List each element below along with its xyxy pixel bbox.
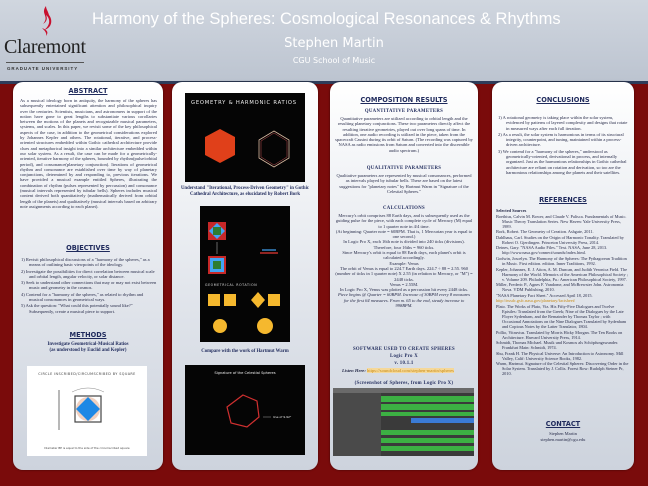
reference-item: Miller, Frederic P., Agnes F. Vandome, a… [496,282,624,293]
logo-divider [6,62,84,63]
claremont-logo: Claremont GRADUATE UNIVERSITY [4,6,88,76]
results-heading: COMPOSITION RESULTS [360,96,448,104]
calc-line: In Logic Pro X, each 16th note is divide… [343,239,465,250]
calc-line: (At beginning: Quarter note = 60BPM. Tha… [335,228,473,240]
methods-subtitle: Investigate Geometrical-Musical Ratios [47,342,129,347]
references-heading: REFERENCES [539,196,587,204]
calc-line: In Logic Pro X, Venus was plotted as a p… [339,287,469,293]
logo-name: Claremont [4,36,86,58]
right-column-panel: CONCLUSIONS 1) A rotational geometry is … [492,82,634,470]
poster-title: Harmony of the Spheres: Cosmological Res… [92,10,561,28]
references-list: Selected Sources Boethius, Calvin M. Bow… [496,208,630,377]
figure-title: Signature of the Celestial Spheres [214,371,276,375]
left-column-panel: ABSTRACT As a musical ideology born in a… [13,82,163,470]
square-circle-figure: CIRCLE INSCRIBED/CIRCUMSCRIBED BY SQUARE… [27,366,147,456]
conclusion-item: 2) As a result, the solar system is harm… [498,131,624,148]
contact-heading: CONTACT [545,420,581,428]
objective-item: 2) Investigate the possibilities for dir… [21,268,155,279]
fact-sheet-link[interactable]: http://nssdc.gsfc.nasa.gov/planetary/fac… [496,298,576,304]
hexagon-orbit-graphic [226,394,271,428]
listen-link-row: Listen Here: https://soundcloud.com/step… [342,368,472,373]
logic-pro-screenshot [333,388,474,456]
reference-item: Deines, Gary. "NASA Audio Files." Text. … [496,245,608,256]
poster-affiliation: CGU School of Music [292,56,376,65]
calc-line: Since Mercury's orbit is equal to 88 Ear… [342,250,466,261]
square-diagram [58,387,105,430]
warm-caption: Compare with the work of Hartmut Warm [201,349,289,354]
reference-item: Kepler, Johannes, E. J. Aiton, A. M. Dun… [496,266,628,282]
references-subheading: Selected Sources [496,208,527,213]
objective-item: 5) Ask the question: "What could this po… [21,303,133,314]
conclusion-item: 3) We contend for a "harmony of the sphe… [498,148,627,175]
objectives-list: 1) Revisit philosophical discussions of … [21,257,157,315]
software-version: v. 10.1.1 [394,361,414,366]
figure-title: CIRCLE INSCRIBED/CIRCUMSCRIBED BY SQUARE [38,372,136,376]
quantitative-heading: QUANTITATIVE PARAMETERS [364,109,444,114]
calculations-heading: CALCULATIONS [383,206,425,211]
reference-item: Warm, Hartmut. Signature of the Celestia… [496,361,629,377]
listen-label: Listen Here: [342,368,366,373]
reference-item: Pollio, Vitruvius. Translated by Morris … [496,329,623,340]
contact-name: Stephen Martin [549,431,577,436]
reference-item: "NASA Planetary Fact Sheet." Accessed Ap… [496,292,593,298]
calc-line: Example: Venus [389,260,419,266]
celestial-signature-figure: Signature of the Celestial Spheres line … [185,365,305,455]
soundcloud-link[interactable]: https://soundcloud.com/stephen-martin/sp… [367,368,454,373]
conclusions-heading: CONCLUSIONS [536,96,590,104]
hexagon-graphic [205,129,290,168]
geometrical-rotation-figure: GEOMETRICAL ROTATION [200,206,290,342]
objectives-heading: OBJECTIVES [66,244,110,252]
reference-item: Boethius, Calvin M. Bower, and Claude V.… [496,213,627,229]
abstract-heading: ABSTRACT [68,87,108,95]
flame-icon [42,6,52,36]
conclusions-list: 1) A rotational geometry is taking place… [498,115,628,176]
screenshot-caption: (Screenshot of Spheres, from Logic Pro X… [354,381,454,386]
middle-column-panel: GEOMETRY & HARMONIC RATIOS Understand "I… [172,82,318,470]
reference-item: Plato. The Works of Plato, Viz. His Fift… [496,303,627,329]
qualitative-heading: QUALITATIVE PARAMETERS [366,166,442,171]
reference-item: Dahlhaus, Carl. Studies on the Origin of… [496,234,624,245]
geometry-harmonic-ratios-figure: GEOMETRY & HARMONIC RATIOS [185,93,305,182]
calculations-text: Mercury's orbit comprises 88 Earth days,… [335,213,473,308]
rotation-graphic [208,222,280,334]
results-column-panel: COMPOSITION RESULTS QUANTITATIVE PARAMET… [330,82,478,470]
reference-item: Godwin, Joscelyn. The Harmony of the Sph… [496,255,627,266]
calc-line: Mercury's orbit comprises 88 Earth days,… [335,213,473,229]
objective-item: 1) Revisit philosophical discussions of … [21,257,150,268]
logo-subtitle: GRADUATE UNIVERSITY [7,66,79,71]
objective-item: 4) Contend for a "harmony of the spheres… [21,291,144,303]
figure-title: GEOMETRICAL ROTATION [205,283,258,287]
objective-item: 3) Seek to understand other connections … [21,280,157,291]
quantitative-text: Quantitative parameters are utilized acc… [335,116,473,153]
reference-item: Shu, Frank H. The Physical Universe: An … [496,350,624,361]
figure-title: GEOMETRY & HARMONIC RATIOS [191,100,297,106]
poster-author: Stephen Martin [284,36,384,51]
poster-header: Claremont GRADUATE UNIVERSITY Harmony of… [0,0,648,84]
figure-caption: Diameter BE is equal to the side of the … [44,446,130,450]
reference-item: Schmidt, Thomas Michael. Musik und Kosmo… [496,340,619,351]
methods-heading: METHODS [69,331,107,339]
figure-annotation: line of 9.92° [273,415,292,419]
software-heading: SOFTWARE USED TO CREATE SPHERES [352,347,456,352]
reference-item: Bork, Robert. The Geometry of Creation. … [496,229,594,235]
software-name: Logic Pro X [390,354,418,359]
contact-email[interactable]: stephen.martin@cgu.edu [540,437,586,442]
bork-caption: Understand "Iterational, Process-Driven … [180,186,310,197]
qualitative-text: Qualitative parameters are represented b… [336,173,472,194]
calc-line: Venus = 2.55M. [389,281,419,287]
calc-line: The orbit of Venus is equal to 224.7 Ear… [335,265,473,282]
calc-line: Piece begins @ Quarter = 60BPM. Increase… [337,292,471,309]
methods-subtitle-2: (as understood by Euclid and Kepler) [49,348,127,353]
abstract-text: As a musical ideology born in antiquity,… [20,98,157,209]
conclusion-item: 1) A rotational geometry is taking place… [498,115,628,131]
